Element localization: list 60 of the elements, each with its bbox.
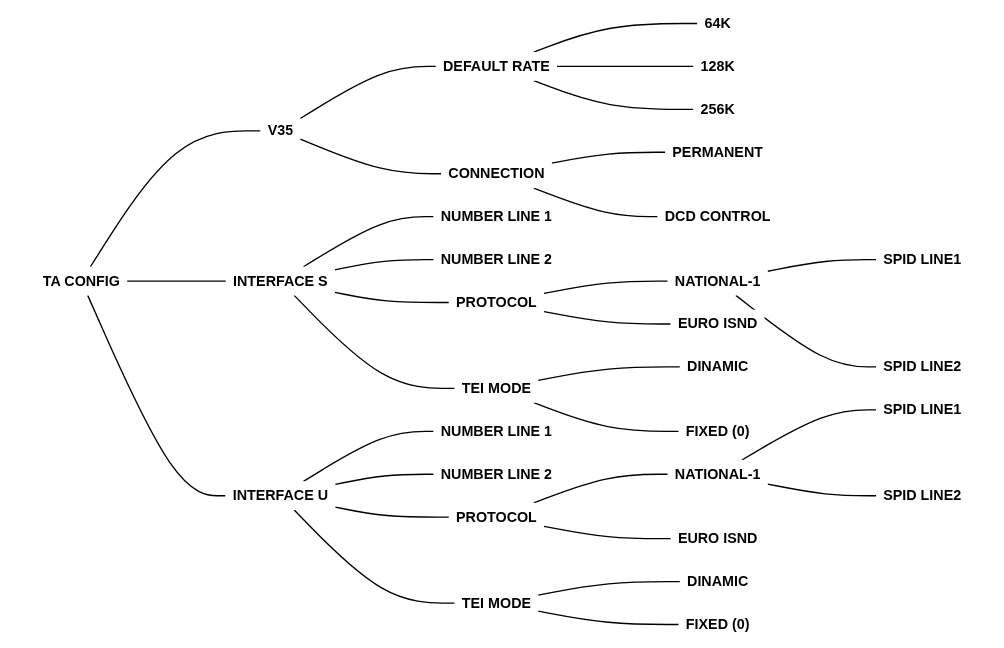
connector <box>126 280 227 282</box>
node-text: NATIONAL-1 <box>674 273 761 289</box>
connector <box>87 294 227 497</box>
connector <box>302 430 435 483</box>
node-text: SPID LINE1 <box>883 401 962 418</box>
connector <box>766 483 877 497</box>
node-text: INTERFACE U <box>232 487 329 503</box>
connector <box>543 525 672 540</box>
connector <box>533 22 699 53</box>
connector <box>533 402 680 432</box>
node-text: EURO ISND <box>677 530 758 546</box>
node-text: FIXED (0) <box>685 616 750 632</box>
connector <box>537 580 681 596</box>
node-text: SPID LINE1 <box>883 251 962 267</box>
connector <box>766 258 877 272</box>
connector <box>533 473 669 504</box>
node-text: PERMANENT <box>672 144 763 160</box>
node-text: DEFAULT RATE <box>443 58 550 74</box>
node-text: DINAMIC <box>687 573 749 589</box>
connector <box>533 187 659 218</box>
node-text: PROTOCOL <box>456 294 537 310</box>
connector <box>299 65 437 120</box>
connector <box>89 130 262 268</box>
connector <box>334 473 435 486</box>
node-text: NATIONAL-1 <box>674 466 761 482</box>
node-text: NUMBER LINE 2 <box>440 251 553 267</box>
node-text: TEI MODE <box>461 380 532 396</box>
node-text: SPID LINE2 <box>883 487 962 503</box>
node-text: NUMBER LINE 1 <box>440 423 553 439</box>
node-text: V35 <box>267 122 294 138</box>
connector <box>543 280 669 295</box>
connector <box>334 506 450 518</box>
connector <box>537 610 680 626</box>
connector <box>543 310 672 325</box>
connector <box>334 258 435 271</box>
connector <box>741 409 877 461</box>
connector <box>556 65 695 68</box>
node-text: NUMBER LINE 1 <box>440 208 553 224</box>
node-text: SPID LINE2 <box>883 358 962 375</box>
node-text: 128K <box>700 58 735 74</box>
node-text: PROTOCOL <box>456 509 537 525</box>
node-text: TEI MODE <box>461 595 532 611</box>
connector <box>293 294 456 390</box>
node-text: NUMBER LINE 2 <box>440 466 553 482</box>
connector <box>735 294 877 368</box>
node-text: FIXED (0) <box>685 423 750 439</box>
node-text: CONNECTION <box>448 165 545 181</box>
connector <box>537 366 681 382</box>
node-text: INTERFACE S <box>233 273 328 289</box>
node-text: 256K <box>700 101 735 117</box>
node-text: DINAMIC <box>687 358 749 375</box>
connector <box>533 80 695 110</box>
connector <box>293 509 456 604</box>
connector <box>299 138 442 175</box>
node-text: TA CONFIG <box>42 273 120 289</box>
connector <box>302 216 435 268</box>
node-text: DCD CONTROL <box>664 208 771 224</box>
node-text: 64K <box>704 15 731 31</box>
connector <box>334 291 450 304</box>
connector <box>551 151 666 164</box>
